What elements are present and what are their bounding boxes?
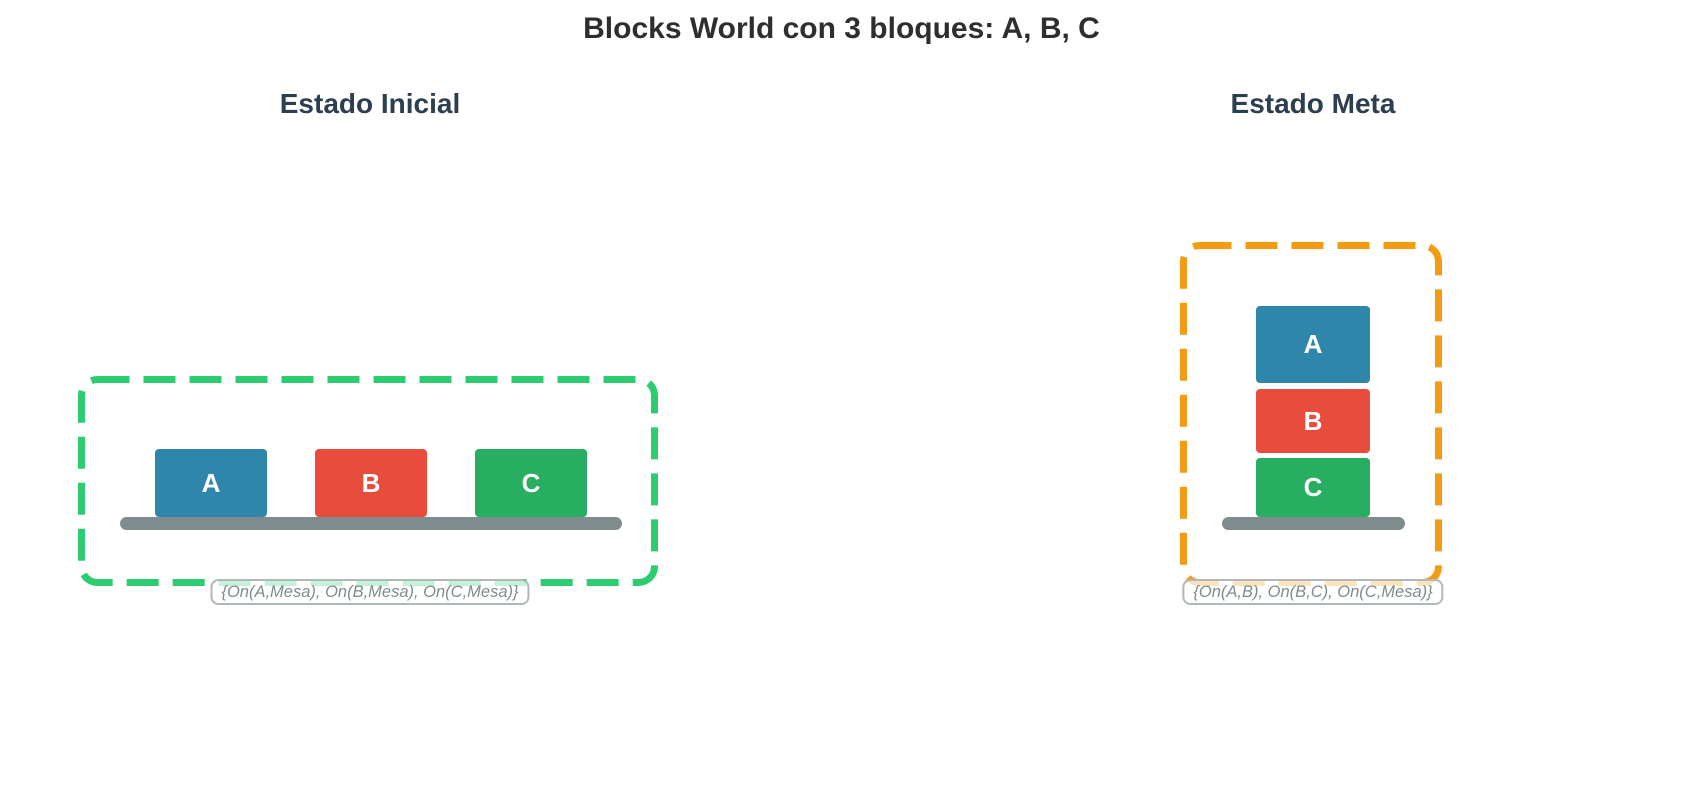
goal-predicates-label: {On(A,B), On(B,C), On(C,Mesa)} — [1182, 579, 1444, 605]
block-a-goal: A — [1256, 306, 1370, 383]
block-c-goal: C — [1256, 458, 1370, 517]
goal-boundary-rect — [1180, 242, 1442, 586]
block-c-initial: C — [475, 449, 587, 517]
table-surface-initial — [120, 517, 622, 530]
page-title: Blocks World con 3 bloques: A, B, C — [583, 12, 1100, 45]
heading-goal-state: Estado Meta — [1230, 88, 1396, 119]
block-a-initial: A — [155, 449, 267, 517]
block-b-goal: B — [1256, 389, 1370, 453]
heading-initial-state: Estado Inicial — [279, 88, 461, 119]
block-b-initial: B — [315, 449, 427, 517]
goal-state-boundary — [1180, 242, 1442, 586]
initial-predicates-label: {On(A,Mesa), On(B,Mesa), On(C,Mesa)} — [210, 579, 530, 605]
table-surface-goal — [1222, 517, 1405, 530]
